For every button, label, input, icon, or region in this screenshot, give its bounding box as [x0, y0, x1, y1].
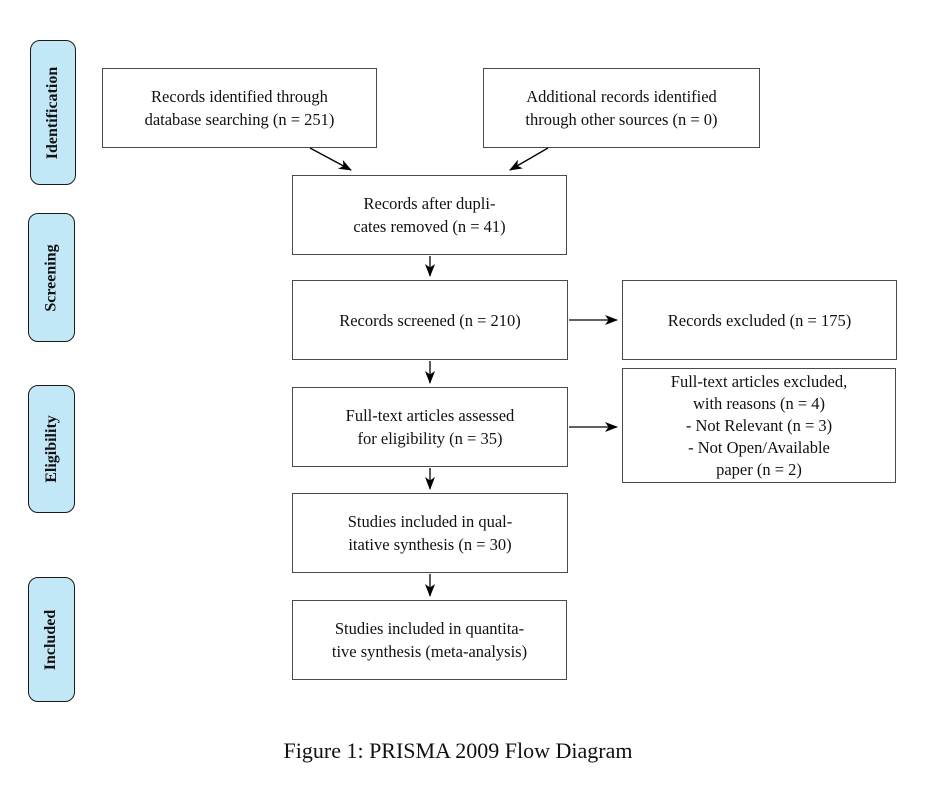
- box-additional-records: Additional records identified through ot…: [483, 68, 760, 148]
- box-records-identified: Records identified through database sear…: [102, 68, 377, 148]
- box-text-line: Records screened (n = 210): [339, 310, 521, 330]
- box-records-after-duplicates: Records after dupli- cates removed (n = …: [292, 175, 567, 255]
- arrow-additional-to-duplicates: [509, 147, 549, 171]
- box-text-line: Studies included in quantita-: [334, 619, 525, 638]
- stage-label-text: Included: [42, 609, 60, 670]
- stage-label-identification: Identification: [30, 40, 76, 185]
- arrow-identified-to-duplicates: [309, 147, 352, 171]
- box-text-line: Full-text articles assessed: [345, 406, 515, 425]
- stage-label-text: Eligibility: [42, 415, 60, 483]
- box-text-line: Records excluded (n = 175): [667, 310, 852, 330]
- box-text-line: tive synthesis (meta-analysis): [331, 642, 528, 661]
- box-text-line: - Not Open/Available: [688, 437, 830, 457]
- box-text-line: - Not Relevant (n = 3): [685, 415, 833, 435]
- stage-label-screening: Screening: [28, 213, 75, 342]
- box-records-screened: Records screened (n = 210): [292, 280, 568, 360]
- box-text-line: Full-text articles excluded,: [670, 371, 848, 391]
- box-text-line: Additional records identified: [526, 87, 717, 106]
- stage-label-text: Screening: [42, 243, 60, 312]
- stage-label-eligibility: Eligibility: [28, 385, 75, 513]
- box-text-line: database searching (n = 251): [144, 110, 335, 129]
- box-fulltext-excluded: Full-text articles excluded, with reason…: [622, 368, 896, 483]
- figure-caption: Figure 1: PRISMA 2009 Flow Diagram: [283, 738, 633, 763]
- box-text-line: for eligibility (n = 35): [357, 429, 503, 448]
- box-text-line: with reasons (n = 4): [692, 393, 826, 413]
- box-text-line: Records identified through: [151, 87, 328, 106]
- stage-label-included: Included: [28, 577, 75, 702]
- box-text-line: cates removed (n = 41): [353, 217, 506, 236]
- box-text-line: Studies included in qual-: [347, 512, 513, 531]
- box-qualitative-synthesis: Studies included in qual- itative synthe…: [292, 493, 568, 573]
- box-text-line: Records after dupli-: [363, 194, 496, 213]
- box-records-excluded: Records excluded (n = 175): [622, 280, 897, 360]
- box-text-line: through other sources (n = 0): [525, 110, 718, 129]
- box-quantitative-synthesis: Studies included in quantita- tive synth…: [292, 600, 567, 680]
- box-fulltext-assessed: Full-text articles assessed for eligibil…: [292, 387, 568, 467]
- stage-label-text: Identification: [44, 66, 62, 159]
- box-text-line: paper (n = 2): [716, 459, 802, 479]
- box-text-line: itative synthesis (n = 30): [348, 535, 512, 554]
